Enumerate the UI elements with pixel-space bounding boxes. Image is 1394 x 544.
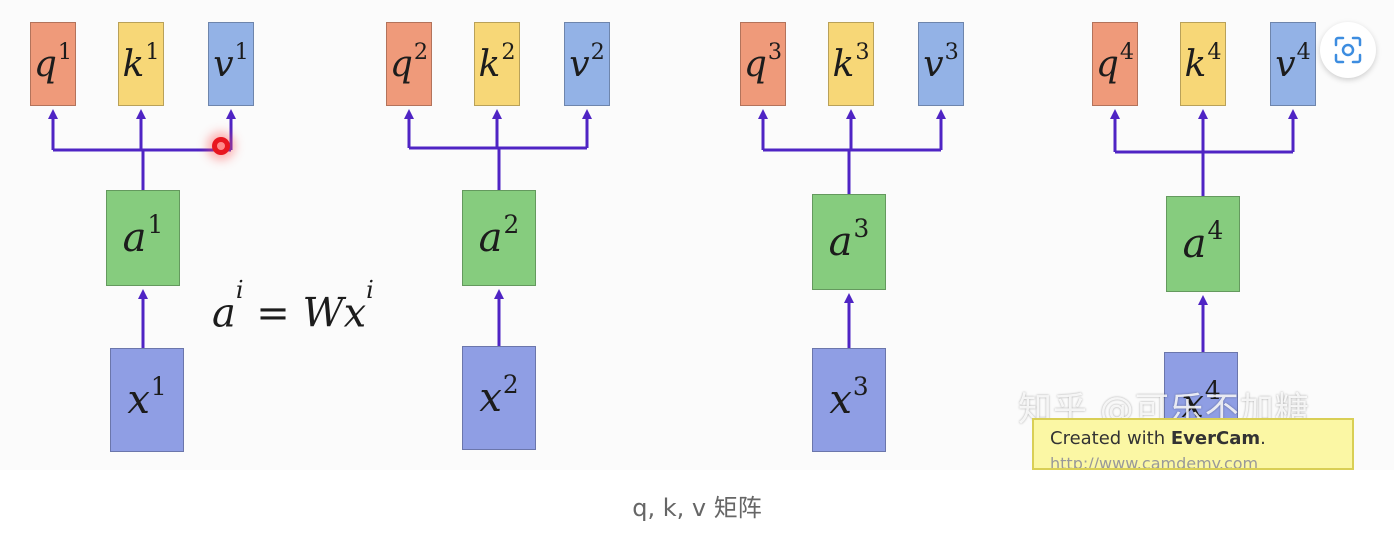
evercam-banner: Created with EverCam. http://www.camdemy… bbox=[1032, 418, 1354, 470]
evercam-label: Created with EverCam. bbox=[1050, 428, 1266, 449]
figure-caption: q, k, v 矩阵 bbox=[632, 494, 762, 522]
evercam-url: http://www.camdemy.com bbox=[1050, 454, 1259, 470]
connector-wires bbox=[48, 109, 1298, 352]
scan-icon bbox=[1334, 36, 1362, 64]
cursor-pointer bbox=[212, 137, 230, 155]
image-scan-button[interactable] bbox=[1320, 22, 1376, 78]
formula: ai = Wxi bbox=[212, 275, 374, 337]
